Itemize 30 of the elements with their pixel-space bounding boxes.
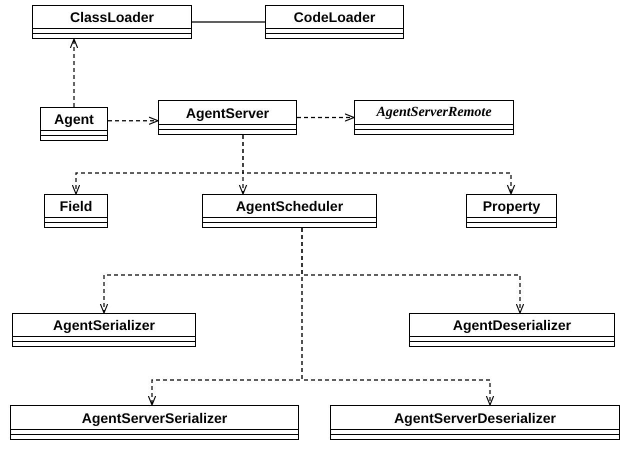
class-name: AgentScheduler xyxy=(234,197,344,216)
class-box xyxy=(354,100,514,135)
class-box xyxy=(202,194,377,228)
class-name: CodeLoader xyxy=(292,8,376,27)
association-line xyxy=(192,21,265,23)
class-name: AgentDeserializer xyxy=(452,316,572,335)
class-box xyxy=(330,405,620,440)
class-box xyxy=(12,313,196,347)
dependency-arrow xyxy=(301,228,494,406)
class-box xyxy=(32,5,192,39)
class-name: AgentServerRemote xyxy=(374,104,493,122)
dependency-arrow xyxy=(70,38,78,107)
class-box xyxy=(466,194,557,228)
class-box xyxy=(409,313,615,347)
class-name: Property xyxy=(482,197,542,216)
dependency-arrow xyxy=(297,113,355,122)
class-box xyxy=(40,107,108,141)
class-name: Agent xyxy=(53,110,95,129)
class-name: AgentServerDeserializer xyxy=(393,408,557,428)
class-name: AgentSerializer xyxy=(52,316,156,335)
dependency-arrow xyxy=(242,135,516,195)
class-name: AgentServerSerializer xyxy=(80,408,228,428)
class-name: Field xyxy=(58,197,94,216)
class-box xyxy=(10,405,299,440)
class-name: ClassLoader xyxy=(68,8,156,27)
class-box xyxy=(158,100,297,135)
class-box xyxy=(44,194,108,228)
class-name: AgentServer xyxy=(184,104,270,123)
class-box xyxy=(265,5,404,39)
dependency-arrow xyxy=(108,116,159,125)
